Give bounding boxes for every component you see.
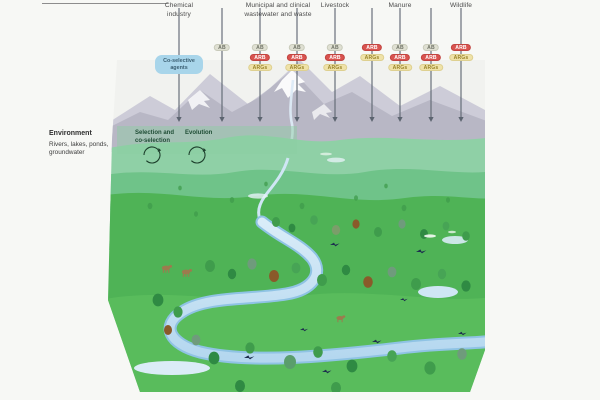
- cycle-label-selection: Selection and co-selection: [135, 130, 175, 144]
- source-label: Municipal and clinical wastewater and wa…: [244, 2, 312, 18]
- source-arrow-head: [176, 117, 182, 122]
- water-highlight: [320, 152, 332, 156]
- badge-ab[interactable]: AB: [422, 44, 440, 52]
- source-label: Livestock: [320, 2, 350, 9]
- tree-cluster-distant: [147, 181, 450, 217]
- header-divider: [42, 3, 168, 4]
- pond: [327, 157, 345, 163]
- tree-cluster-foreground: [152, 258, 471, 392]
- badge-arb[interactable]: ARB: [450, 44, 472, 52]
- source-arrow-head: [219, 117, 225, 122]
- environment-heading: Environment: [49, 130, 92, 137]
- badge-arb[interactable]: ARB: [361, 44, 383, 52]
- source-arrow-head: [257, 117, 263, 122]
- water-highlight: [448, 230, 456, 234]
- source-label: Chemical industry: [164, 2, 194, 18]
- landscape-block: [108, 60, 485, 392]
- badge-arb[interactable]: ARB: [286, 54, 308, 62]
- badge-arb[interactable]: ARB: [389, 54, 411, 62]
- source-arrow-head: [397, 117, 403, 122]
- badge-ab[interactable]: AB: [213, 44, 231, 52]
- badge-args[interactable]: ARGs: [388, 64, 412, 72]
- pond: [442, 236, 468, 244]
- badge-args[interactable]: ARGs: [360, 54, 384, 62]
- badge-arb[interactable]: ARB: [420, 54, 442, 62]
- source-arrows: [176, 8, 464, 122]
- snow-cap: [274, 70, 306, 98]
- badge-ab[interactable]: AB: [288, 44, 306, 52]
- cycle-label-evolution: Evolution: [185, 130, 213, 136]
- pond: [134, 361, 210, 375]
- source-arrow-head: [428, 117, 434, 122]
- river: [165, 217, 485, 363]
- badge-args[interactable]: ARGs: [285, 64, 309, 72]
- source-arrow-head: [458, 117, 464, 122]
- badge-ab[interactable]: AB: [326, 44, 344, 52]
- pond: [248, 193, 268, 199]
- water-highlight: [424, 234, 436, 238]
- badge-args[interactable]: ARGs: [449, 54, 473, 62]
- bird-flock: [244, 242, 467, 374]
- badge-args[interactable]: ARGs: [419, 64, 443, 72]
- source-arrow-head: [332, 117, 338, 122]
- pond: [418, 286, 458, 298]
- source-label: Wildlife: [449, 2, 473, 9]
- cycle-arrow-icon: [143, 146, 162, 164]
- badge-arb[interactable]: ARB: [324, 54, 346, 62]
- snow-cap: [312, 104, 332, 120]
- source-arrow-head: [294, 117, 300, 122]
- cycle-arrow-icon: [188, 146, 207, 164]
- badge-ab[interactable]: AB: [391, 44, 409, 52]
- field-foreground: [108, 293, 485, 392]
- source-arrow-head: [369, 117, 375, 122]
- badge-ab[interactable]: AB: [251, 44, 269, 52]
- snow-cap: [188, 90, 210, 110]
- cattle: [161, 265, 346, 323]
- stream-upper: [257, 157, 290, 225]
- environment-subtext: Rivers, lakes, ponds, groundwater: [49, 141, 109, 157]
- badge-args[interactable]: ARGs: [323, 64, 347, 72]
- badge-arb[interactable]: ARB: [249, 54, 271, 62]
- tree-cluster-mid: [272, 215, 470, 241]
- badge-args[interactable]: ARGs: [248, 64, 272, 72]
- co-selective-agents-pill[interactable]: Co-selective agents: [155, 55, 203, 75]
- source-label: Manure: [388, 2, 412, 9]
